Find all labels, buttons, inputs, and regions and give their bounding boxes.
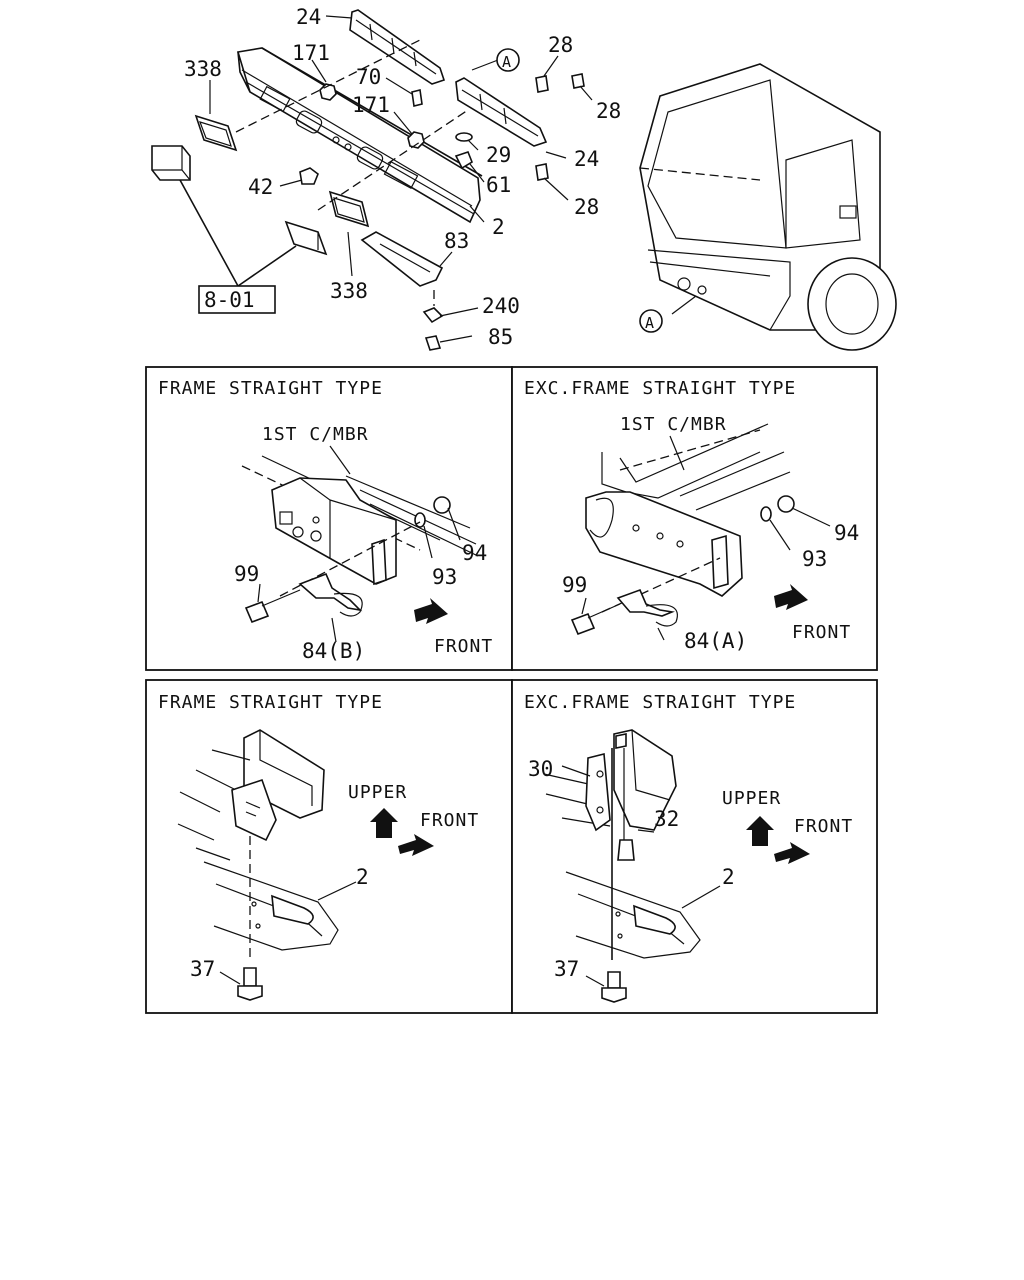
panel-4-label-37: 37	[554, 957, 579, 981]
panel-3-label-37: 37	[190, 957, 215, 981]
bracket-24-lower	[455, 77, 548, 147]
panel-2-label-84a: 84(A)	[684, 629, 747, 653]
callout-2-bumper: 2	[492, 215, 505, 239]
panel-2-content: EXC.FRAME STRAIGHT TYPE 1ST C/MBR 99 84(…	[524, 378, 859, 653]
panel-4-upper: UPPER	[722, 788, 781, 809]
panel-4-title: EXC.FRAME STRAIGHT TYPE	[524, 692, 796, 713]
panel-1-label-84b: 84(B)	[302, 639, 365, 663]
panel-1-label-99: 99	[234, 562, 259, 586]
ref-box-8-01	[198, 285, 276, 314]
callout-338-lower: 338	[330, 279, 368, 303]
panel-frame-straight-bumper	[145, 679, 513, 1014]
panel-4-label-2: 2	[722, 865, 735, 889]
panel-1-content: FRAME STRAIGHT TYPE 1ST C/MBR 99 84(B) 9…	[158, 378, 493, 663]
panel-2-label-93: 93	[802, 547, 827, 571]
panel-1-front: FRONT	[434, 636, 493, 657]
callout-circle-a-cab	[639, 309, 663, 333]
callout-a-label: A	[502, 53, 511, 71]
panel-1-title: FRAME STRAIGHT TYPE	[158, 378, 383, 399]
cover-83	[360, 231, 444, 287]
panel-4-label-32: 32	[654, 807, 679, 831]
panel-2-label-94: 94	[834, 521, 859, 545]
callout-28-top: 28	[548, 33, 573, 57]
callout-42: 42	[248, 175, 273, 199]
panel-3-label-2: 2	[356, 865, 369, 889]
callout-85: 85	[488, 325, 513, 349]
callout-70: 70	[356, 65, 381, 89]
bracket-24-upper	[349, 9, 446, 85]
callout-a-cab-label: A	[645, 314, 654, 332]
callout-171-lower: 171	[352, 93, 390, 117]
panel-2-front: FRONT	[792, 622, 851, 643]
panel-2-label-99: 99	[562, 573, 587, 597]
callout-24-upper: 24	[296, 5, 321, 29]
panel-exc-frame-straight-bumper	[511, 679, 878, 1014]
panel-3-content: FRAME STRAIGHT TYPE UPPER FRONT 2 37	[158, 692, 479, 1001]
panel-1-member: 1ST C/MBR	[262, 424, 369, 445]
top-exploded-view: 24 338 171 70 171 A 28 28 29 24 42 61 28…	[151, 5, 897, 351]
callout-29: 29	[486, 143, 511, 167]
callout-61: 61	[486, 173, 511, 197]
callout-28-bottom: 28	[574, 195, 599, 219]
panel-3-upper: UPPER	[348, 782, 407, 803]
callout-83: 83	[444, 229, 469, 253]
panel-1-label-94: 94	[462, 541, 487, 565]
panel-2-member: 1ST C/MBR	[620, 414, 727, 435]
panel-3-front: FRONT	[420, 810, 479, 831]
callout-8-01: 8-01	[204, 288, 255, 312]
panel-1-label-93: 93	[432, 565, 457, 589]
panel-4-content: EXC.FRAME STRAIGHT TYPE UPPER FRONT 30 3…	[524, 692, 853, 1003]
callout-circle-a	[496, 48, 520, 72]
panel-2-title: EXC.FRAME STRAIGHT TYPE	[524, 378, 796, 399]
panel-4-label-30: 30	[528, 757, 553, 781]
leader-lines	[179, 15, 593, 343]
cab-drawing	[639, 63, 897, 351]
lamp-assemblies	[151, 114, 370, 256]
callout-171-upper: 171	[292, 41, 330, 65]
callout-240: 240	[482, 294, 520, 318]
fasteners	[235, 39, 585, 351]
panel-3-title: FRAME STRAIGHT TYPE	[158, 692, 383, 713]
panel-4-front: FRONT	[794, 816, 853, 837]
bumper-drawing	[236, 47, 483, 224]
callout-24-lower: 24	[574, 147, 599, 171]
callout-28-right: 28	[596, 99, 621, 123]
callout-338-upper: 338	[184, 57, 222, 81]
